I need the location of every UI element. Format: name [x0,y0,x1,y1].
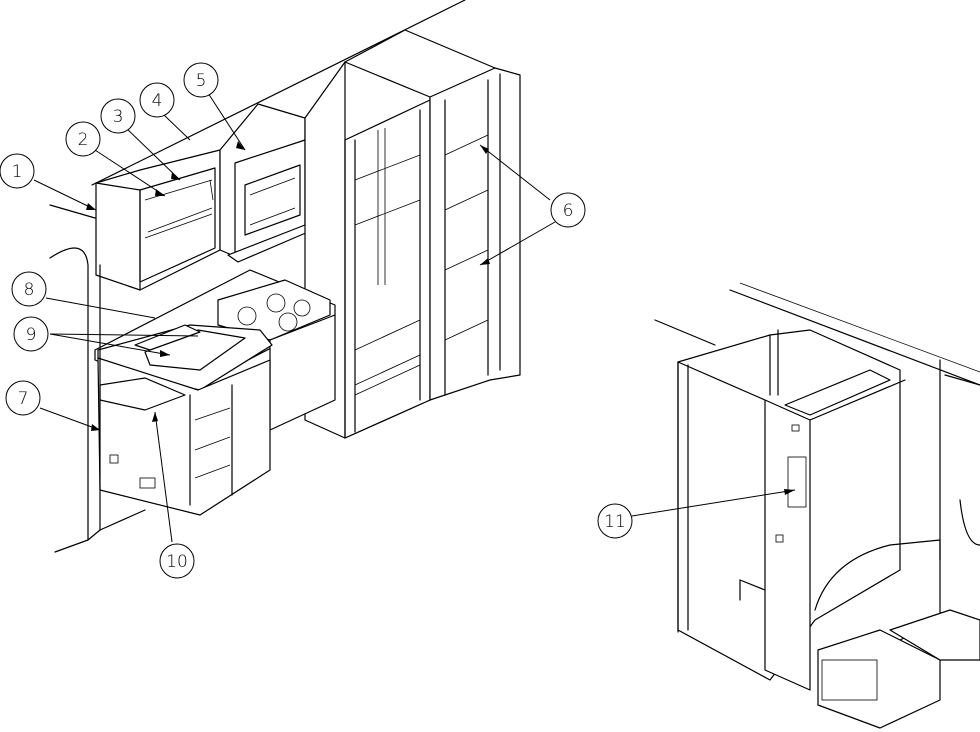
callout-3: 3 [101,99,135,133]
callout-1: 1 [0,154,34,188]
kitchen-assembly [50,0,520,552]
leader-1 [34,180,96,210]
callout-9: 9 [14,317,48,351]
leader-7 [40,408,100,430]
callout-4-label: 4 [152,91,163,111]
callout-2-label: 2 [78,130,89,150]
callout-9-label: 9 [26,325,37,345]
callout-1-label: 1 [12,162,23,182]
callout-8: 8 [12,272,46,306]
upper-cabinet-microwave [220,104,308,262]
callout-6: 6 [551,193,585,227]
callout-6-label: 6 [563,201,574,221]
callout-5: 5 [184,63,218,97]
callout-11-label: 11 [604,512,626,532]
callout-8-label: 8 [24,280,35,300]
callout-7-label: 7 [18,389,29,409]
callout-10-label: 10 [166,552,188,572]
leader-1-arrow [86,203,96,210]
callout-11: 11 [598,504,632,538]
callout-3-label: 3 [113,107,124,127]
leader-4 [164,115,190,140]
callout-5-label: 5 [196,71,207,91]
upper-cabinet-1 [96,150,220,290]
closet-dinette-assembly [655,283,980,728]
callout-7: 7 [6,381,40,415]
callout-4: 4 [140,83,174,117]
callout-2: 2 [66,122,100,156]
callout-10: 10 [160,544,194,578]
